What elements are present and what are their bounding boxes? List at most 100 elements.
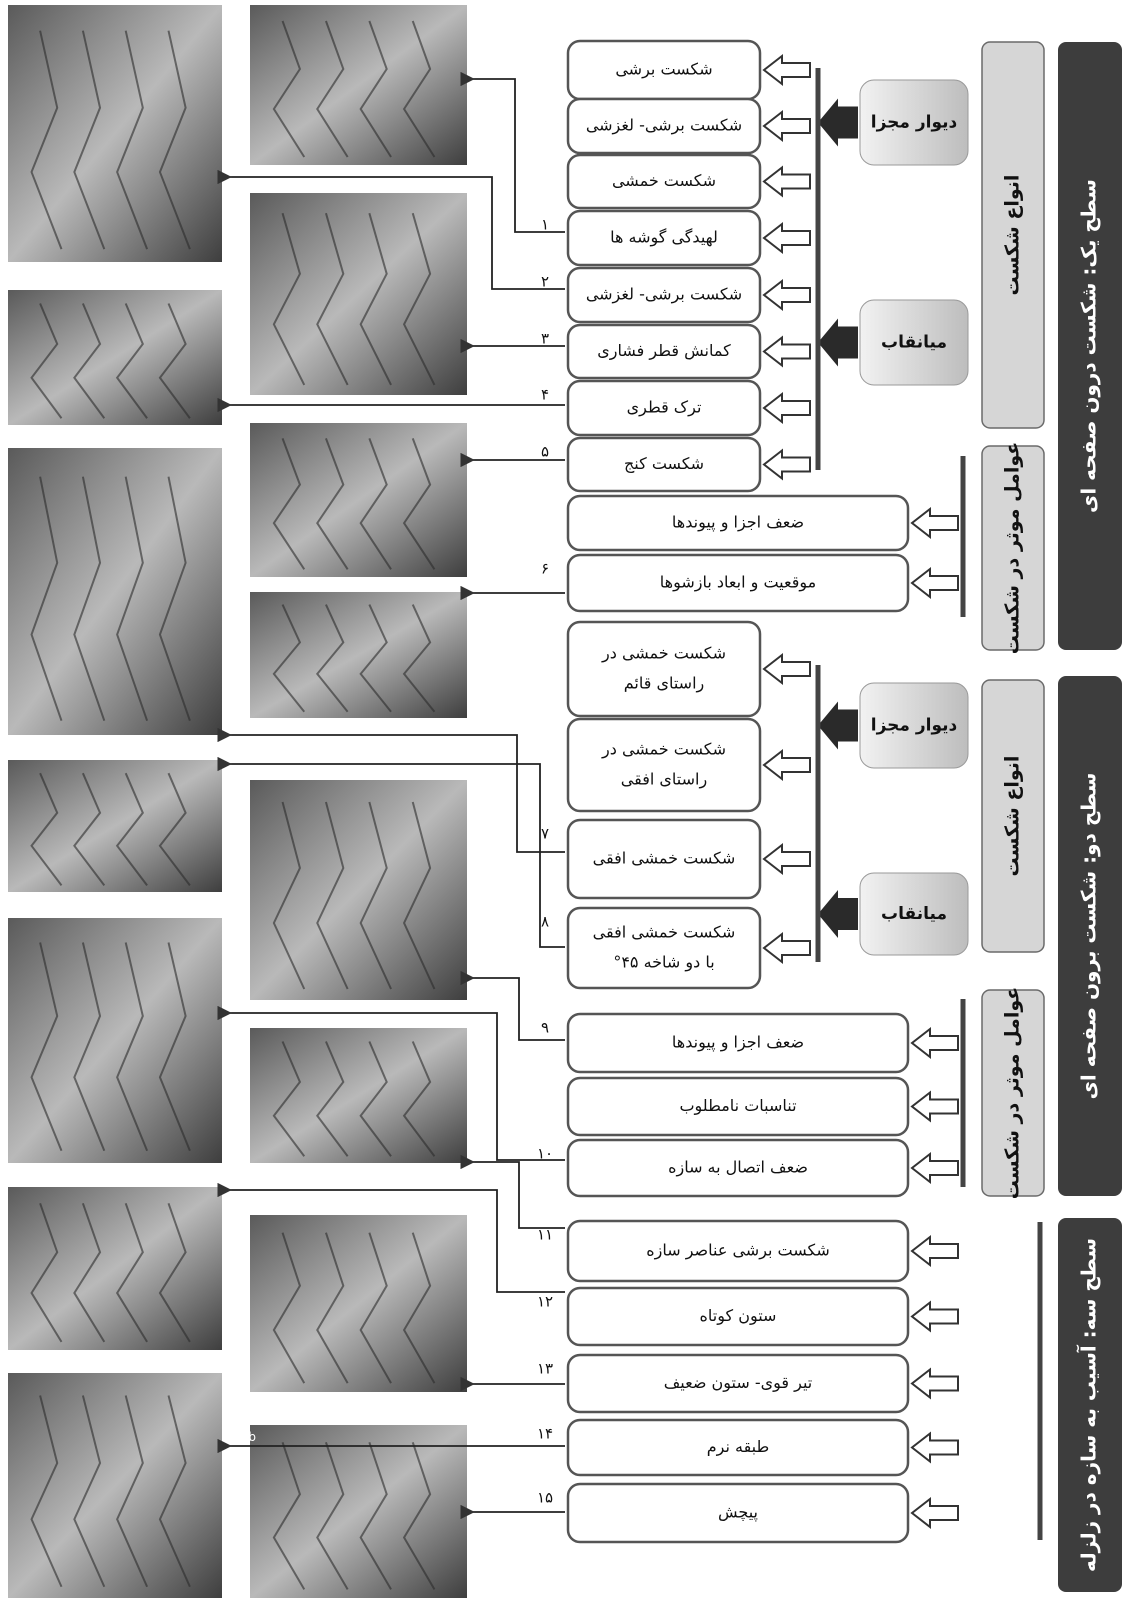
damage-photo-14 <box>8 1373 222 1598</box>
item-label-4: لهیدگی گوشه ها <box>610 228 718 248</box>
subgroup-label-2: میانقاب <box>881 333 947 353</box>
subgroup-box-4 <box>859 872 969 956</box>
connector-13 <box>217 727 565 853</box>
item-box-7 <box>566 379 762 437</box>
level-label-2: سطح دو: شکست برون صفحه ای <box>1077 773 1101 1100</box>
group-label-1: انواع شکست <box>1002 175 1024 296</box>
item-number-4: ۱ <box>541 216 549 234</box>
connector-19 <box>217 1182 565 1293</box>
damage-photo-9 <box>250 780 467 1000</box>
item-arrow-14 <box>762 931 811 965</box>
group-label-3: انواع شکست <box>1002 756 1024 877</box>
item-number-10: ۶ <box>541 560 549 578</box>
group-label-2: عوامل موثر در شکست <box>1002 442 1024 654</box>
item-label-16: تناسبات نامطلوب <box>679 1096 796 1116</box>
item-number-20: ۱۳ <box>537 1360 553 1378</box>
item-number-22: ۱۵ <box>537 1489 553 1507</box>
item-number-19: ۱۲ <box>537 1293 553 1311</box>
item-arrow-5 <box>762 278 811 312</box>
item-number-21: ۱۴ <box>537 1425 553 1443</box>
level-label-3: سطح سه: آسیب به سازه در زلزله <box>1076 1238 1101 1572</box>
subgroup-box-1 <box>859 79 969 166</box>
item-arrow-4 <box>762 221 811 255</box>
item-box-12 <box>566 717 762 813</box>
item-arrow-8 <box>762 448 811 481</box>
item-label-14: با دو شاخه ۴۵° <box>613 953 714 973</box>
item-arrow-12 <box>762 748 811 782</box>
group-panel-2 <box>981 445 1045 651</box>
connector-18 <box>460 1154 565 1229</box>
damage-photo-3 <box>250 193 467 395</box>
subgroup-label-4: میانقاب <box>881 904 947 924</box>
item-label-20: تیر قوی- ستون ضعیف <box>664 1373 813 1393</box>
item-label-5: شکست برشی- لغزشی <box>586 285 742 305</box>
item-label-8: شکست کنج <box>624 454 704 473</box>
item-arrow-20 <box>910 1367 959 1400</box>
item-arrow-9 <box>910 506 959 540</box>
item-label-11: راستای قائم <box>624 674 705 694</box>
item-box-16 <box>566 1076 910 1137</box>
item-label-18: شکست برشی عناصر سازه <box>646 1241 830 1261</box>
connector-4 <box>460 71 565 233</box>
photo-caption: b <box>248 1430 256 1444</box>
item-arrow-13 <box>762 842 811 876</box>
damage-photo-1 <box>8 5 222 262</box>
item-number-15: ۹ <box>541 1019 549 1037</box>
item-arrow-21 <box>910 1431 959 1464</box>
item-label-1: شکست برشی <box>615 60 712 80</box>
item-box-3 <box>566 153 762 210</box>
item-label-9: ضعف اجزا و پیوندها <box>672 513 804 533</box>
item-box-20 <box>566 1353 910 1414</box>
damage-photo-11 <box>250 1028 467 1163</box>
level-band-1 <box>1058 42 1122 650</box>
item-box-14 <box>566 906 762 990</box>
item-arrow-3 <box>762 165 811 198</box>
item-box-9 <box>566 494 910 552</box>
damage-photo-7 <box>250 592 467 718</box>
item-arrow-22 <box>910 1496 959 1530</box>
subgroup-box-2 <box>859 299 969 386</box>
item-box-8 <box>566 436 762 493</box>
item-arrow-17 <box>910 1151 959 1185</box>
item-number-6: ۳ <box>541 330 549 348</box>
damage-photo-6 <box>8 448 222 735</box>
item-box-2 <box>566 97 762 155</box>
item-box-10 <box>566 553 910 613</box>
item-arrow-19 <box>910 1300 959 1333</box>
connector-5 <box>217 169 565 290</box>
item-arrow-16 <box>910 1090 959 1123</box>
item-arrow-11 <box>762 652 811 686</box>
group-panel-3 <box>981 679 1045 953</box>
item-number-17: ۱۰ <box>537 1145 553 1163</box>
item-label-3: شکست خمشی <box>612 171 716 190</box>
damage-photo-2 <box>250 5 467 165</box>
group-label-4: عوامل موثر در شکست <box>1002 987 1024 1199</box>
group-panel-4 <box>981 989 1045 1197</box>
item-number-13: ۷ <box>541 825 549 843</box>
subgroup-label-1: دیوار مجزا <box>871 113 958 133</box>
item-box-13 <box>566 818 762 900</box>
item-arrow-15 <box>910 1026 959 1060</box>
item-label-14: شکست خمشی افقی <box>593 923 736 942</box>
subgroup-arrow-4 <box>818 890 858 938</box>
item-box-17 <box>566 1138 910 1198</box>
item-label-12: راستای افقی <box>621 770 707 790</box>
damage-photo-8 <box>8 760 222 892</box>
item-label-17: ضعف اتصال به سازه <box>668 1158 808 1178</box>
item-box-4 <box>566 209 762 267</box>
item-arrow-6 <box>762 335 811 368</box>
subgroup-label-3: دیوار مجزا <box>871 716 958 736</box>
item-number-18: ۱۱ <box>537 1226 553 1244</box>
item-label-7: ترک قطری <box>627 398 702 418</box>
damage-photo-12 <box>8 1187 222 1350</box>
item-number-14: ۸ <box>541 913 549 931</box>
level-band-3 <box>1058 1218 1122 1592</box>
connector-17 <box>217 1005 565 1161</box>
item-label-2: شکست برشی- لغزشی <box>586 116 742 136</box>
damage-photo-4 <box>8 290 222 425</box>
item-label-22: پیچش <box>718 1503 758 1523</box>
item-arrow-2 <box>762 109 811 143</box>
item-arrow-10 <box>910 566 959 600</box>
connector-14 <box>217 756 565 948</box>
